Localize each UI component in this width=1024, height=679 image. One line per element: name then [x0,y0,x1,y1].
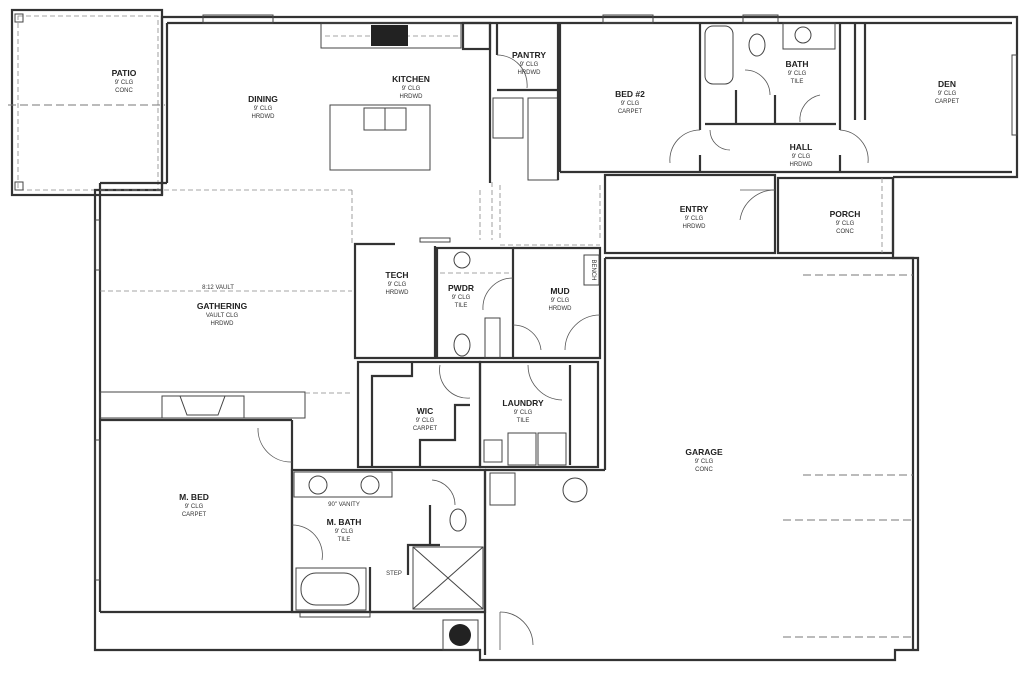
room-floor: CARPET [935,99,960,105]
room-name-entry: ENTRY [680,204,709,214]
room-ceiling: 9' CLG [695,459,714,465]
room-floor: CONC [115,88,133,94]
toilet-icon [449,508,467,532]
room-floor: HRDWD [252,114,276,120]
room-ceiling: 9' CLG [788,71,807,77]
room-floor: TILE [455,303,468,309]
gathering-fixtures [99,189,353,612]
room-ceiling: VAULT CLG [206,313,239,319]
room-name-mud: MUD [550,286,569,296]
cooktop-icon [371,25,408,46]
room-ceiling: 9' CLG [836,221,855,227]
room-floor: TILE [791,79,804,85]
bedroom-wing-walls [558,22,1012,174]
bench-note: BENCH [590,259,596,280]
laundry-sink-icon [483,439,503,463]
windows [94,14,1018,618]
step-note: STEP [386,571,402,577]
room-floor: TILE [517,418,530,424]
water-heater-icon [562,477,588,503]
lavatory-icon [360,475,380,495]
room-name-laundry: LAUNDRY [502,398,544,408]
shower-icon [412,546,484,610]
toilet-icon [453,333,471,357]
room-floor: TILE [338,537,351,543]
hvac-unit-icon [442,619,479,651]
room-ceiling: 9' CLG [115,80,134,86]
room-labels: PATIO 9' CLG CONC DINING 9' CLG HRDWD KI… [112,50,960,577]
room-name-hall: HALL [790,142,813,152]
master-bath-fixtures [290,468,487,614]
vanity-note: 90" VANITY [328,502,360,508]
room-name-pwdr: PWDR [448,283,474,293]
room-name-mbath: M. BATH [327,517,362,527]
washer-icon [507,432,537,466]
lavatory-icon [308,475,328,495]
room-ceiling: 9' CLG [685,216,704,222]
room-name-bath: BATH [786,59,809,69]
dryer-icon [537,432,567,466]
room-ceiling: 9' CLG [621,101,640,107]
room-name-den: DEN [938,79,956,89]
room-name-garage: GARAGE [685,447,723,457]
room-floor: HRDWD [549,306,573,312]
room-ceiling: 9' CLG [520,62,539,68]
bathtub-icon [704,25,734,85]
room-floor: HRDWD [518,70,542,76]
kitchen-fixtures [320,21,559,240]
room-ceiling: 9' CLG [514,410,533,416]
room-ceiling: 9' CLG [551,298,570,304]
room-floor: CARPET [182,512,207,518]
room-ceiling: 9' CLG [938,91,957,97]
room-name-wic: WIC [417,406,434,416]
lavatory-icon [794,26,812,44]
room-name-gathering: GATHERING [197,301,248,311]
room-name-tech: TECH [385,270,408,280]
room-ceiling: 9' CLG [452,295,471,301]
entry-porch-walls [499,173,895,255]
room-name-porch: PORCH [830,209,861,219]
room-ceiling: 9' CLG [185,504,204,510]
room-name-bed2: BED #2 [615,89,645,99]
room-name-dining: DINING [248,94,278,104]
room-floor: HRDWD [386,290,410,296]
lavatory-icon [453,251,471,269]
room-floor: HRDWD [790,162,814,168]
room-ceiling: 9' CLG [254,106,273,112]
room-floor: CARPET [413,426,438,432]
room-floor: HRDWD [211,321,235,327]
room-floor: HRDWD [400,94,424,100]
room-name-mbed: M. BED [179,492,209,502]
room-ceiling: 9' CLG [335,529,354,535]
room-floor: CONC [695,467,713,473]
room-ceiling: 9' CLG [402,86,421,92]
exterior-walls [93,15,1019,662]
room-floor: CONC [836,229,854,235]
room-ceiling: 9' CLG [388,282,407,288]
center-rooms-walls [353,237,602,360]
room-floor: HRDWD [683,224,707,230]
pantry-walls [488,23,560,183]
vault-note: 8:12 VAULT [202,285,234,291]
room-name-pantry: PANTRY [512,50,546,60]
wic-laundry-walls [356,360,600,469]
room-name-kitchen: KITCHEN [392,74,430,84]
room-name-patio: PATIO [112,68,137,78]
bathtub-icon [295,567,367,611]
room-ceiling: 9' CLG [792,154,811,160]
patio-outline [8,8,165,197]
toilet-icon [748,33,766,57]
room-ceiling: 9' CLG [416,418,435,424]
room-floor: CARPET [618,109,643,115]
